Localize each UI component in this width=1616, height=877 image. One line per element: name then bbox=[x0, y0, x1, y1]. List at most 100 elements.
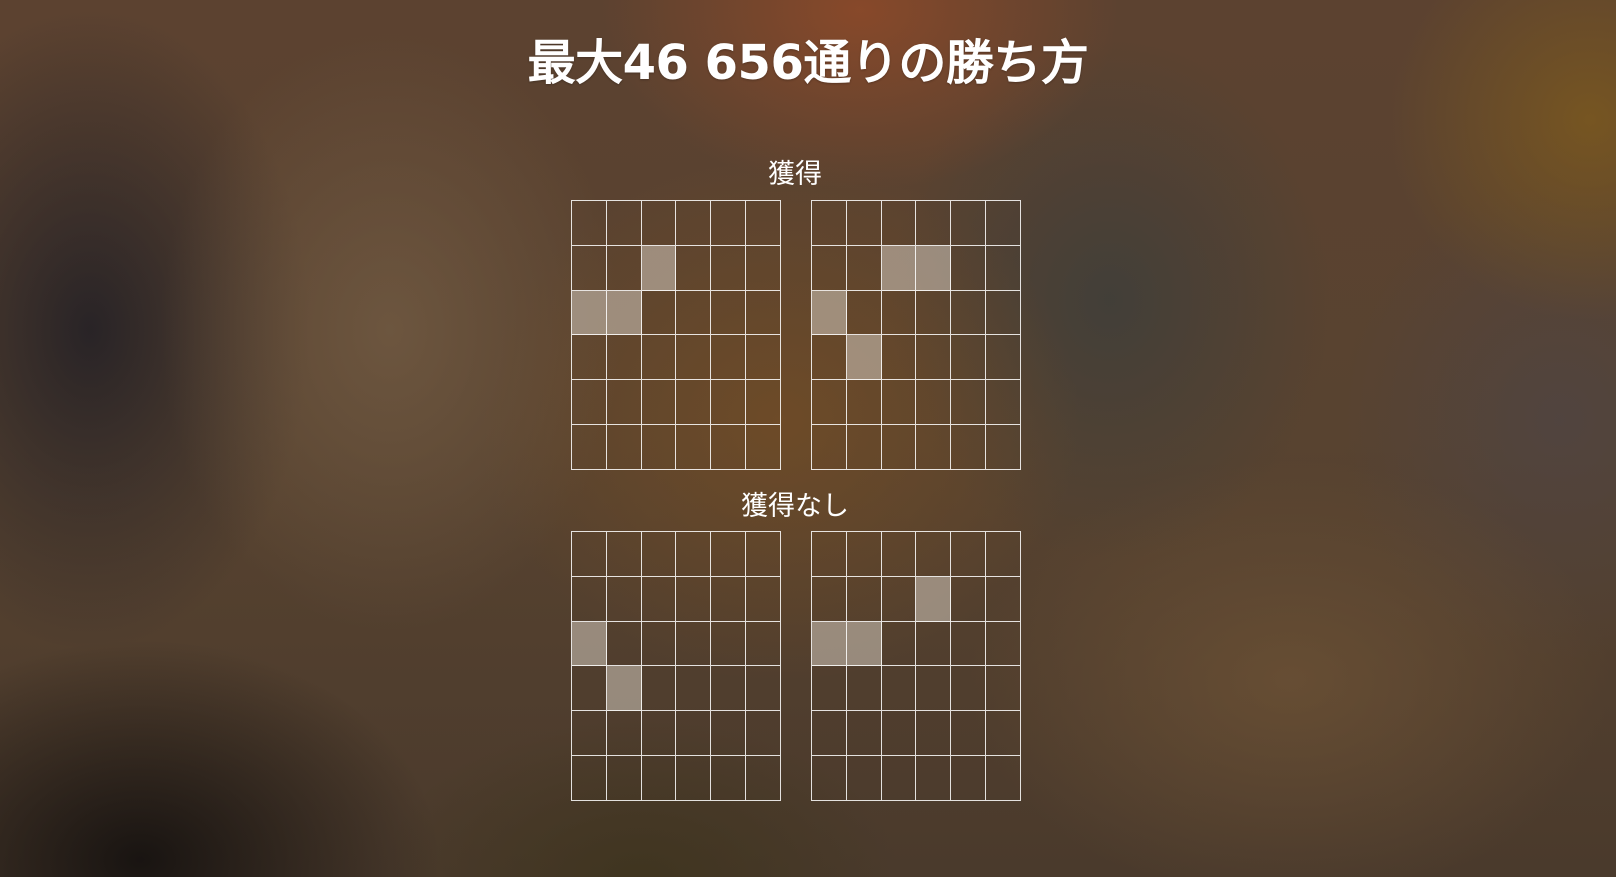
grid-cell bbox=[846, 380, 882, 426]
grid-cell bbox=[676, 532, 712, 577]
win-example-grid-2 bbox=[811, 200, 1021, 470]
grid-cell bbox=[641, 201, 677, 246]
highlighted-cell bbox=[916, 245, 952, 291]
grid-cell bbox=[812, 532, 847, 577]
grid-cell bbox=[676, 335, 712, 381]
grid-cell bbox=[812, 756, 847, 801]
grid-cell bbox=[746, 576, 781, 622]
grid-cell bbox=[711, 425, 747, 470]
grid-cell bbox=[916, 201, 952, 246]
grid-cell bbox=[711, 532, 747, 577]
grid-cell bbox=[846, 201, 882, 246]
grid-cell bbox=[881, 290, 917, 336]
grid-cell bbox=[916, 756, 952, 801]
grid-cell bbox=[746, 380, 781, 426]
grid-cell bbox=[916, 621, 952, 667]
grid-cell bbox=[711, 666, 747, 712]
grid-cell bbox=[676, 245, 712, 291]
grid-cell bbox=[676, 666, 712, 712]
grid-cell bbox=[812, 245, 847, 291]
grid-cell bbox=[986, 621, 1021, 667]
grid-cell bbox=[951, 290, 987, 336]
grid-cell bbox=[951, 201, 987, 246]
grid-cell bbox=[572, 245, 607, 291]
grid-cell bbox=[916, 711, 952, 757]
grid-cell bbox=[881, 532, 917, 577]
grid-cell bbox=[746, 245, 781, 291]
grid-cell bbox=[812, 380, 847, 426]
grid-cell bbox=[846, 666, 882, 712]
grid-cell bbox=[881, 425, 917, 470]
grid-cell bbox=[916, 532, 952, 577]
grid-cell bbox=[606, 335, 642, 381]
grid-cell bbox=[711, 711, 747, 757]
grid-cell bbox=[881, 711, 917, 757]
grid-cell bbox=[572, 756, 607, 801]
grid-cell bbox=[572, 201, 607, 246]
grid-cell bbox=[641, 335, 677, 381]
no-win-example-grid-2 bbox=[811, 531, 1021, 801]
grid-cell bbox=[846, 532, 882, 577]
grid-cell bbox=[711, 380, 747, 426]
grid-cell bbox=[916, 335, 952, 381]
grid-cell bbox=[711, 621, 747, 667]
grid-cell bbox=[676, 290, 712, 336]
grid-cell bbox=[916, 666, 952, 712]
win-example-grid-1 bbox=[571, 200, 781, 470]
grid-cell bbox=[641, 576, 677, 622]
grid-cell bbox=[676, 621, 712, 667]
highlighted-cell bbox=[846, 621, 882, 667]
grid-cell bbox=[881, 335, 917, 381]
highlighted-cell bbox=[881, 245, 917, 291]
grid-cell bbox=[572, 425, 607, 470]
grid-cell bbox=[846, 576, 882, 622]
grid-cell bbox=[812, 335, 847, 381]
grid-cell bbox=[746, 290, 781, 336]
grid-cell bbox=[951, 335, 987, 381]
grid-cell bbox=[676, 711, 712, 757]
grid-cell bbox=[881, 666, 917, 712]
grid-cell bbox=[746, 666, 781, 712]
grid-cell bbox=[711, 290, 747, 336]
grid-cell bbox=[572, 666, 607, 712]
section-label-win: 獲得 bbox=[768, 159, 822, 190]
grid-cell bbox=[746, 621, 781, 667]
grid-cell bbox=[676, 380, 712, 426]
grid-cell bbox=[572, 335, 607, 381]
grid-cell bbox=[951, 532, 987, 577]
grid-cell bbox=[676, 201, 712, 246]
grid-cell bbox=[951, 425, 987, 470]
grid-cell bbox=[676, 756, 712, 801]
grid-cell bbox=[641, 621, 677, 667]
grid-cell bbox=[951, 576, 987, 622]
highlighted-cell bbox=[606, 666, 642, 712]
grid-cell bbox=[951, 756, 987, 801]
grid-cell bbox=[641, 756, 677, 801]
grid-cell bbox=[951, 245, 987, 291]
grid-cell bbox=[606, 425, 642, 470]
grid-cell bbox=[606, 380, 642, 426]
grid-cell bbox=[986, 245, 1021, 291]
grid-cell bbox=[951, 711, 987, 757]
grid-cell bbox=[572, 380, 607, 426]
grid-cell bbox=[711, 335, 747, 381]
highlighted-cell bbox=[812, 290, 847, 336]
grid-cell bbox=[641, 532, 677, 577]
grid-cell bbox=[812, 201, 847, 246]
grid-cell bbox=[986, 335, 1021, 381]
highlighted-cell bbox=[572, 290, 607, 336]
grid-cell bbox=[881, 576, 917, 622]
grid-cell bbox=[606, 201, 642, 246]
grid-cell bbox=[606, 756, 642, 801]
grid-cell bbox=[641, 380, 677, 426]
grid-cell bbox=[916, 425, 952, 470]
grid-cell bbox=[711, 201, 747, 246]
grid-cell bbox=[606, 576, 642, 622]
grid-cell bbox=[641, 290, 677, 336]
grid-cell bbox=[951, 621, 987, 667]
grid-cell bbox=[846, 756, 882, 801]
grid-cell bbox=[812, 666, 847, 712]
no-win-example-grid-1 bbox=[571, 531, 781, 801]
grid-cell bbox=[986, 576, 1021, 622]
grid-cell bbox=[746, 335, 781, 381]
